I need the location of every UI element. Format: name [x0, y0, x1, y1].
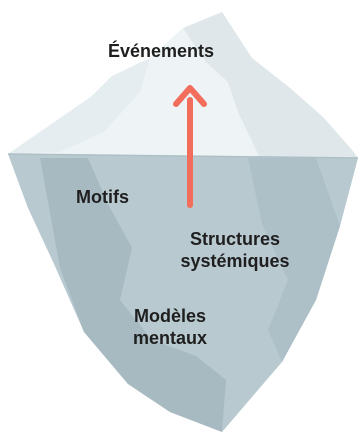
iceberg-body-shade-right	[248, 158, 340, 362]
iceberg-tip-facet	[8, 58, 150, 154]
level-mental-models-line2: mentaux	[132, 327, 208, 348]
iceberg-tip-shade	[183, 12, 358, 158]
level-patterns-label: Motifs	[76, 187, 129, 207]
level-structures-line2: systémiques	[180, 250, 290, 271]
level-mental-models-line1: Modèles	[133, 306, 207, 326]
level-structures-label: Structures systémiques	[160, 229, 310, 272]
arrow-up-icon	[173, 85, 207, 208]
level-events-label: Événements	[108, 41, 215, 61]
iceberg-water-line	[7, 153, 359, 159]
iceberg-body-shade	[40, 158, 226, 432]
level-mental-models-label: Modèles mentaux	[108, 306, 232, 349]
level-structures-line1: Structures	[189, 229, 281, 249]
